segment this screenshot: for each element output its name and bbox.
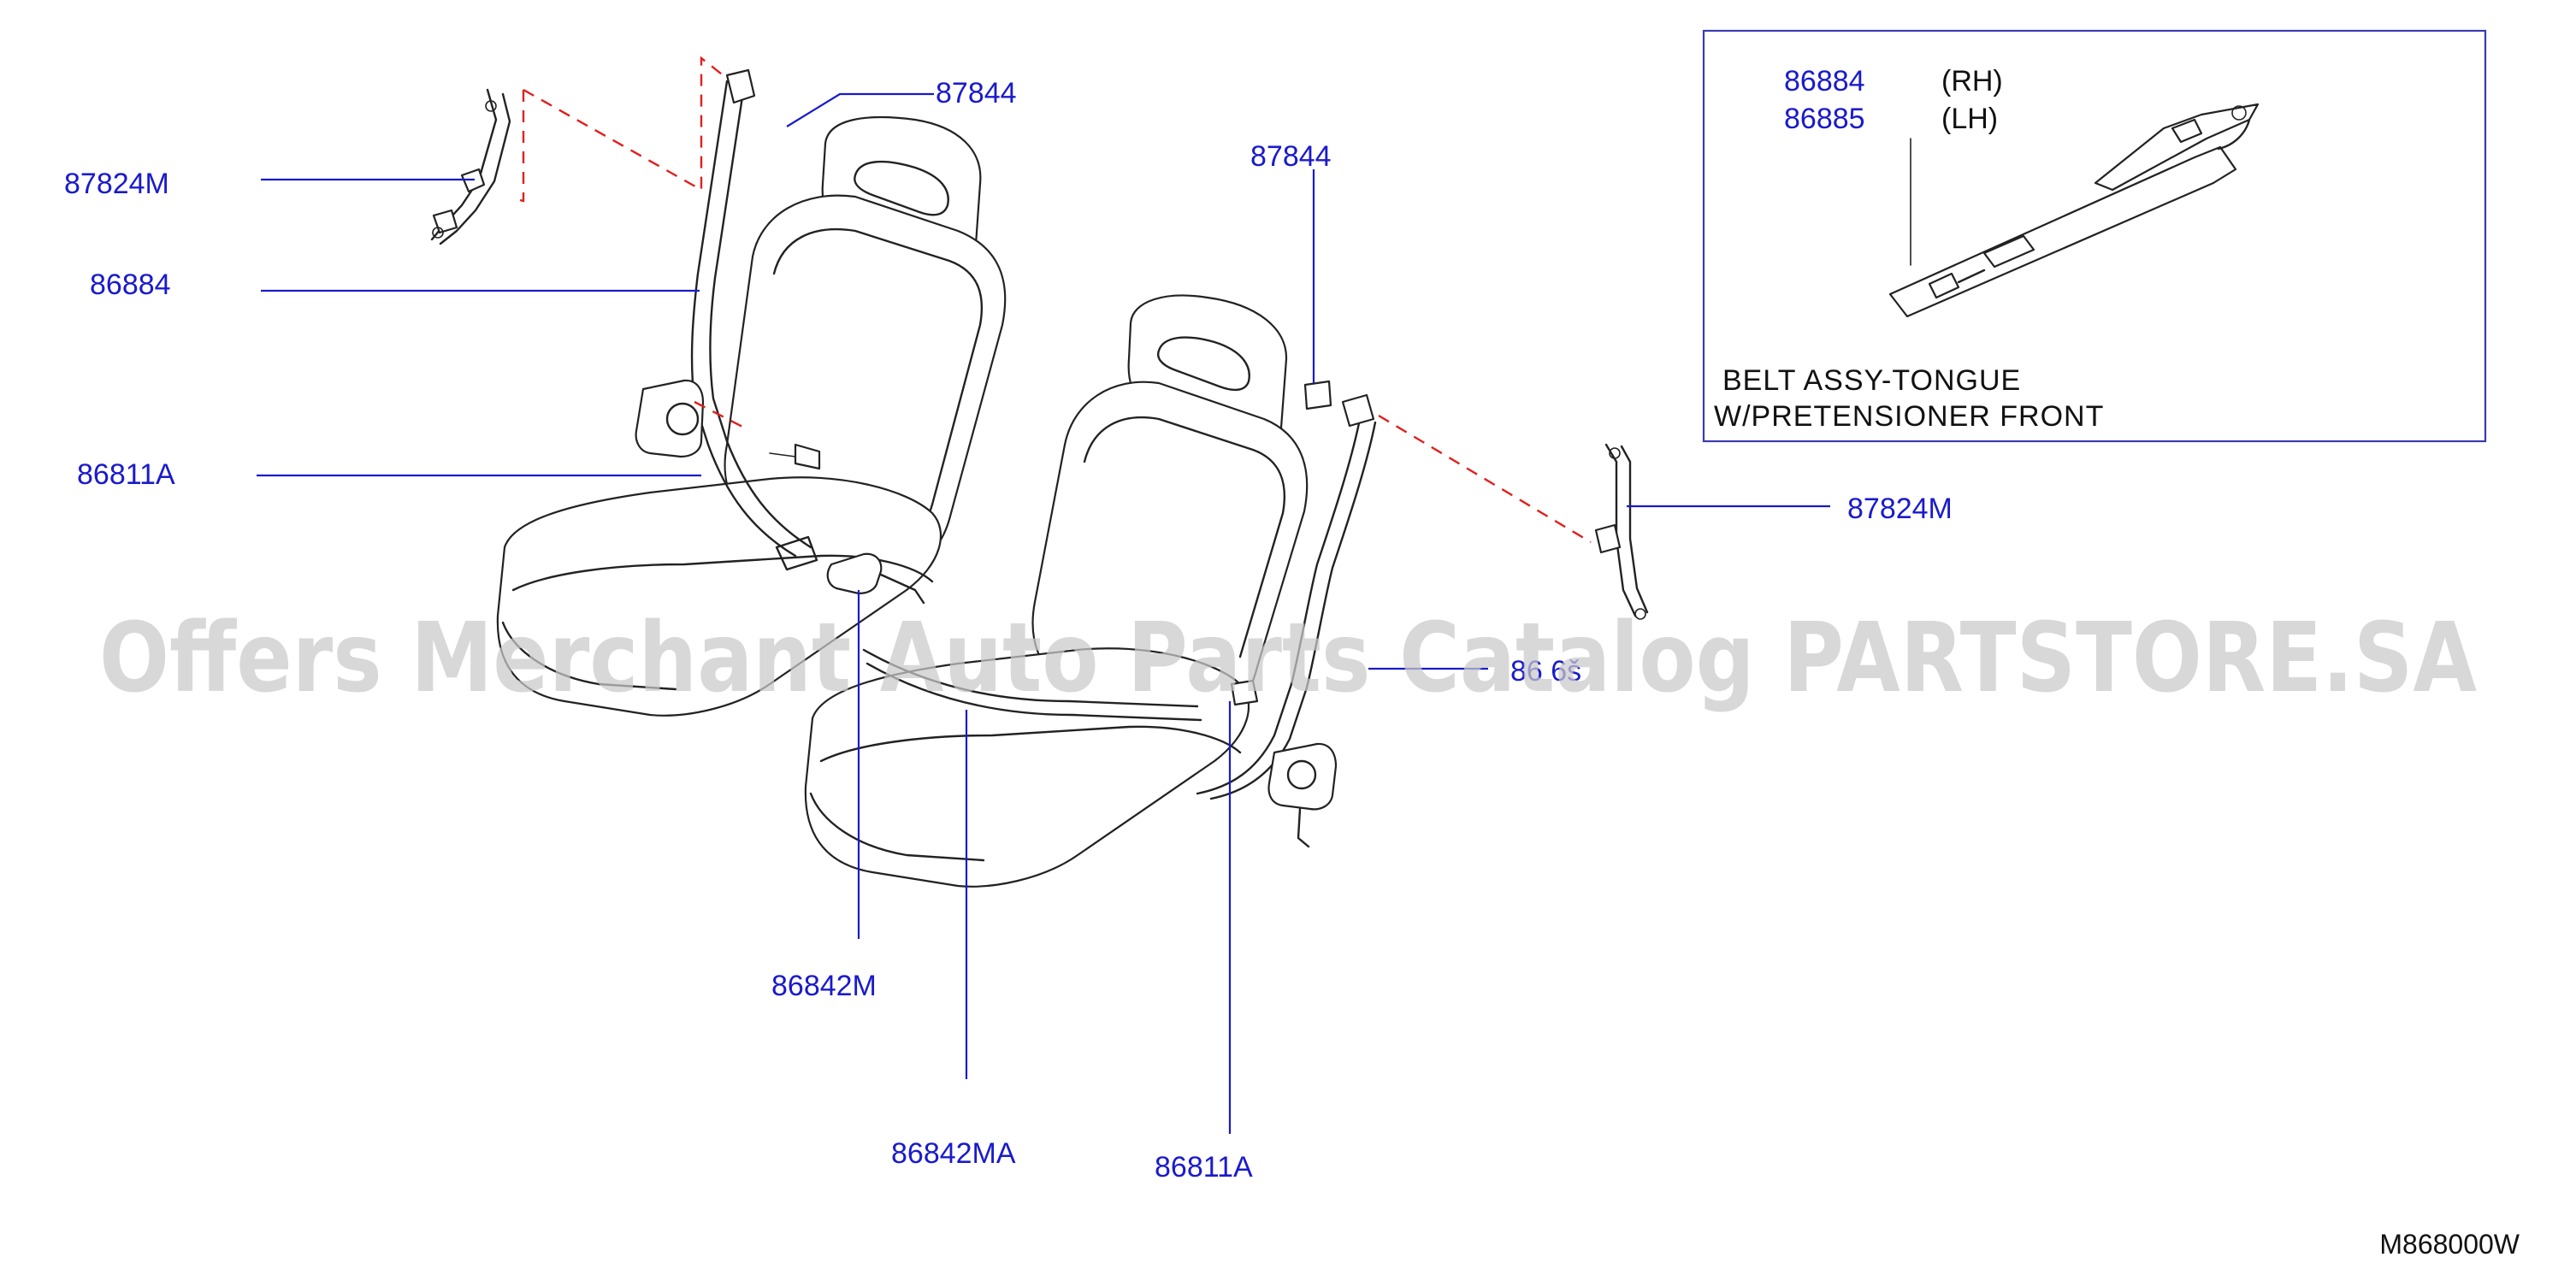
left-retractor [635, 379, 705, 458]
label-87824m-right[interactable]: 87824M [1847, 493, 1953, 525]
callout-leaders [257, 92, 1830, 1134]
label-87824m-left[interactable]: 87824M [64, 168, 169, 200]
inset-part-rh[interactable]: 86884 [1784, 65, 1865, 97]
inset-panel: 86884 (RH) 86885 (LH) BELT ASSY-TONGUE W… [1702, 29, 2487, 443]
left-hidden-line [512, 56, 726, 203]
left-buckle [826, 552, 883, 595]
inset-side-rh: (RH) [1941, 65, 2003, 97]
right-cushion [804, 647, 1250, 888]
left-seat-drawing [430, 56, 1007, 717]
right-seat-drawing [804, 294, 1649, 888]
watermark-text: Offers Merchant Auto Parts Catalog PARTS… [99, 603, 2477, 714]
right-hidden-line [1378, 414, 1592, 544]
left-cushion [496, 476, 942, 717]
inset-part-lh[interactable]: 86885 [1784, 103, 1865, 135]
label-86811a-bottom[interactable]: 86811A [1155, 1151, 1253, 1183]
inset-border [1702, 29, 2487, 443]
inset-caption-line1: BELT ASSY-TONGUE [1722, 364, 2021, 397]
label-86811a-left[interactable]: 86811A [77, 458, 175, 491]
label-87844-right[interactable]: 87844 [1250, 140, 1332, 173]
label-86842m[interactable]: 86842M [771, 970, 877, 1002]
label-86885-partial[interactable]: 86 6š [1510, 655, 1581, 688]
label-87844-left[interactable]: 87844 [936, 77, 1017, 109]
diagram-code: M868000W [2379, 1229, 2520, 1260]
inset-caption-line2: W/PRETENSIONER FRONT [1714, 400, 2104, 433]
inset-belt-drawing [1888, 103, 2260, 318]
label-86842ma[interactable]: 86842MA [891, 1137, 1016, 1170]
label-86884-belt[interactable]: 86884 [90, 269, 171, 301]
right-retractor [1267, 742, 1338, 811]
inset-side-lh: (LH) [1941, 103, 1998, 135]
